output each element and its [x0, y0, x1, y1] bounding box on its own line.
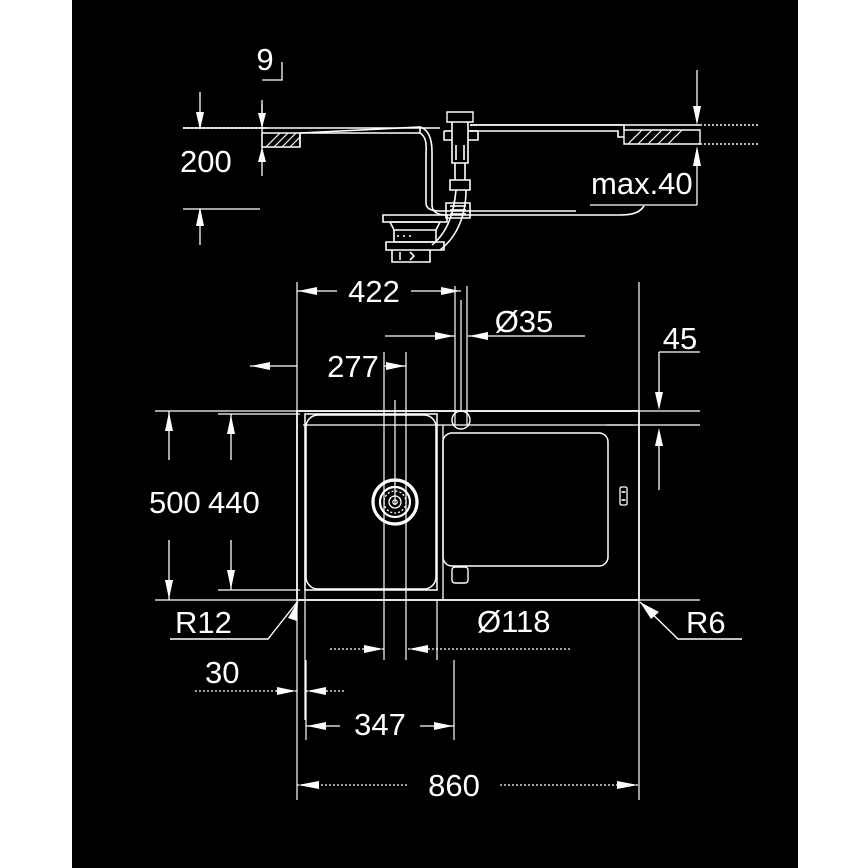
- dimension-labels: 9 200 max.40 422 277 Ø35 45 500 440 R12 …: [149, 42, 726, 803]
- bowl-bottom-inner: [425, 202, 576, 212]
- bowl-wall-left-outer: [419, 126, 433, 205]
- drawing-linework: [155, 62, 760, 800]
- dim-347-arrow-left: [307, 722, 326, 730]
- tap-fitting-assembly: [443, 111, 479, 191]
- drainboard-top: [470, 124, 625, 130]
- dim-200-arrowhead-bottom: [196, 207, 204, 226]
- dim-45-arrow-top: [655, 392, 663, 410]
- dim-9-arrowhead-top: [258, 113, 266, 128]
- waste-outlet: [391, 250, 431, 263]
- worktop-hatch-left: [265, 132, 301, 148]
- drainboard-square-detail: [451, 566, 469, 584]
- dim-500-arrow-bottom: [165, 580, 173, 599]
- dimension-max40: [590, 70, 701, 206]
- dim-422-arrow-left: [298, 287, 317, 295]
- dimension-d118: [330, 645, 572, 653]
- waste-trap-assembly: [382, 214, 448, 263]
- dim-422-arrow-right: [441, 287, 460, 295]
- label-422: 422: [348, 274, 400, 309]
- leader-r6: [639, 601, 742, 640]
- dim-max40-arrowhead-top: [693, 106, 701, 125]
- dimension-9: [258, 62, 283, 176]
- dim-860-arrow-left: [298, 781, 319, 789]
- dim-200-arrowhead-top: [196, 112, 204, 130]
- label-440: 440: [208, 485, 260, 520]
- label-max40: max.40: [591, 166, 693, 201]
- plan-horizontal-extension-lines: [155, 410, 700, 601]
- label-d118: Ø118: [477, 604, 551, 639]
- label-30: 30: [205, 655, 239, 690]
- left-bowl-rounded: [305, 414, 437, 590]
- dimension-500: [165, 411, 173, 600]
- dim-440-arrow-top: [227, 415, 235, 434]
- label-9: 9: [256, 42, 273, 77]
- label-d35: Ø35: [495, 304, 554, 339]
- dim-d35-arrow-left: [435, 332, 454, 340]
- label-500: 500: [149, 485, 201, 520]
- dimension-422: [297, 287, 461, 295]
- dimension-860: [297, 781, 639, 789]
- dim-9-arrowhead-bottom: [258, 147, 266, 162]
- dim-d118-arrow-right: [409, 645, 428, 653]
- leader-r12-arrowhead: [288, 601, 298, 621]
- bowl-bottom-right: [576, 205, 645, 216]
- label-45: 45: [663, 321, 697, 356]
- label-860: 860: [428, 768, 480, 803]
- dim-440-arrow-bottom: [227, 570, 235, 589]
- dim-d118-arrow-left: [364, 645, 383, 653]
- dim-347-arrow-right: [434, 722, 453, 730]
- dimension-d35: [385, 332, 585, 340]
- dim-30-arrow-right: [277, 687, 296, 695]
- plan-view: [155, 282, 742, 800]
- overflow-hose: [431, 189, 467, 251]
- worktop-hatch-right: [627, 129, 683, 145]
- dim-9-leader: [262, 62, 283, 81]
- dimension-45: [655, 351, 700, 490]
- bowl-wall-left-inner: [419, 132, 428, 203]
- dimension-200: [183, 92, 268, 245]
- label-r12: R12: [175, 605, 232, 640]
- waste-collar: [385, 241, 445, 251]
- label-277: 277: [327, 349, 379, 384]
- dim-277-arrow-right: [386, 362, 405, 370]
- dim-30-arrow-left: [307, 687, 326, 695]
- drainboard-underside: [470, 130, 624, 138]
- plan-extension-lines: [296, 282, 640, 800]
- overflow-slot: [619, 486, 628, 506]
- left-bowl-outer: [304, 413, 438, 591]
- waste-flange: [382, 214, 448, 223]
- dim-45-arrow-bottom: [655, 428, 663, 446]
- dimension-440: [227, 414, 235, 590]
- dimension-277: [250, 362, 406, 370]
- dim-d35-arrow-right: [469, 332, 488, 340]
- leader-r6-arrowhead: [640, 602, 659, 619]
- label-r6: R6: [686, 605, 726, 640]
- dim-277-arrow-left: [251, 362, 270, 370]
- tap-top-flange: [446, 111, 474, 123]
- dim-500-arrow-top: [165, 412, 173, 431]
- dim-860-arrow-right: [617, 781, 638, 789]
- connector-block: [445, 202, 471, 219]
- label-347: 347: [354, 707, 406, 742]
- dimension-347: [305, 660, 455, 740]
- leader-r12: [170, 600, 299, 640]
- side-section-view: [183, 62, 760, 263]
- label-200: 200: [180, 144, 232, 179]
- dimension-30: [195, 687, 345, 695]
- dim-max40-arrowhead-bottom: [693, 146, 701, 166]
